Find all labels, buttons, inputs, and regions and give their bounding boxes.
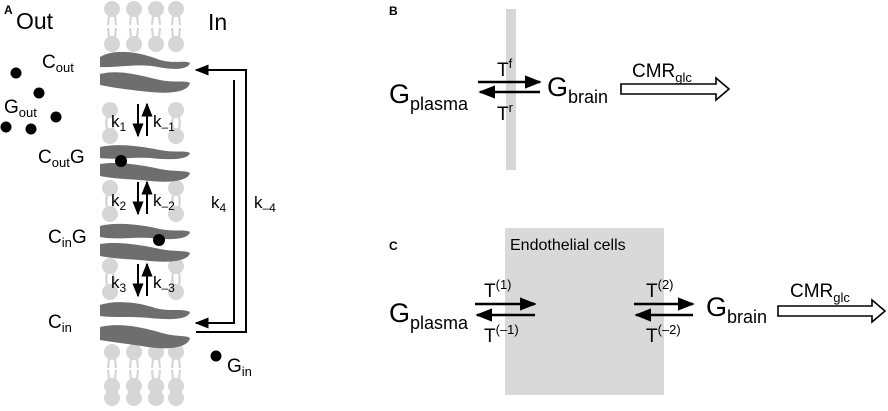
rate-k-3: k–3 xyxy=(153,273,175,295)
t-minus1-label: T(–1) xyxy=(484,322,519,347)
glucose-bound-out xyxy=(115,155,127,167)
glucose-bound-in xyxy=(153,234,165,246)
glucose-inside xyxy=(210,350,222,362)
loop-arrows xyxy=(194,64,247,333)
t-minus2-label: T(–2) xyxy=(646,322,681,347)
state-c-out-g: CoutG xyxy=(38,147,85,170)
bbb-membrane xyxy=(506,9,516,170)
rate-k4: k4 xyxy=(211,193,227,215)
rate-k-1: k–1 xyxy=(153,112,175,134)
exchange-arrows-c1 xyxy=(475,297,537,322)
panel-c-label: C xyxy=(389,239,398,253)
transporter-c-in-g xyxy=(100,223,190,262)
g-brain-c: Gbrain xyxy=(706,292,767,327)
rate-k-2: k–2 xyxy=(153,191,175,213)
cmr-label-c: CMRglc xyxy=(790,281,850,305)
rate-k-4: k–4 xyxy=(254,193,276,215)
panel-b-label: B xyxy=(389,4,398,18)
panel-c: C Endothelial cells Gplasma T(1) T(–1) T… xyxy=(389,228,887,395)
transporter-c-in xyxy=(100,302,190,349)
transporter-c-out-g xyxy=(100,145,190,182)
panel-a-label: A xyxy=(4,3,13,17)
rate-k1: k1 xyxy=(111,112,127,134)
state-c-in-g: CinG xyxy=(48,227,87,250)
cmr-label-b: CMRglc xyxy=(632,61,692,85)
transporter-c-out xyxy=(100,51,190,93)
g-out-label: Gout xyxy=(4,97,37,120)
t-forward-b: Tf xyxy=(497,56,513,81)
state-c-out: Cout xyxy=(42,52,74,75)
lipid-bilayer xyxy=(100,0,186,406)
g-brain-b: Gbrain xyxy=(547,72,608,107)
cmr-arrow-b xyxy=(620,76,731,102)
exchange-arrows-b xyxy=(478,75,542,99)
endothelial-label: Endothelial cells xyxy=(510,237,626,254)
rate-k2: k2 xyxy=(111,191,127,213)
out-side-label: Out xyxy=(16,8,54,34)
g-plasma-b: Gplasma xyxy=(389,79,469,114)
t2-label: T(2) xyxy=(646,277,674,302)
rate-arrows-a xyxy=(132,102,153,298)
panel-b: B Gplasma Gbrain Tf Tr CMRglc xyxy=(389,4,731,170)
cmr-arrow-c xyxy=(777,298,887,324)
state-c-in: Cin xyxy=(48,312,72,335)
t1-label: T(1) xyxy=(484,277,512,302)
g-in-label: Gin xyxy=(227,356,252,379)
panel-a: A Out In xyxy=(0,0,276,406)
rate-k3: k3 xyxy=(111,273,127,295)
g-plasma-c: Gplasma xyxy=(389,298,469,333)
glucose-outside xyxy=(0,67,62,135)
exchange-arrows-c2 xyxy=(634,297,695,322)
in-side-label: In xyxy=(208,9,227,35)
t-reverse-b: Tr xyxy=(497,100,514,125)
